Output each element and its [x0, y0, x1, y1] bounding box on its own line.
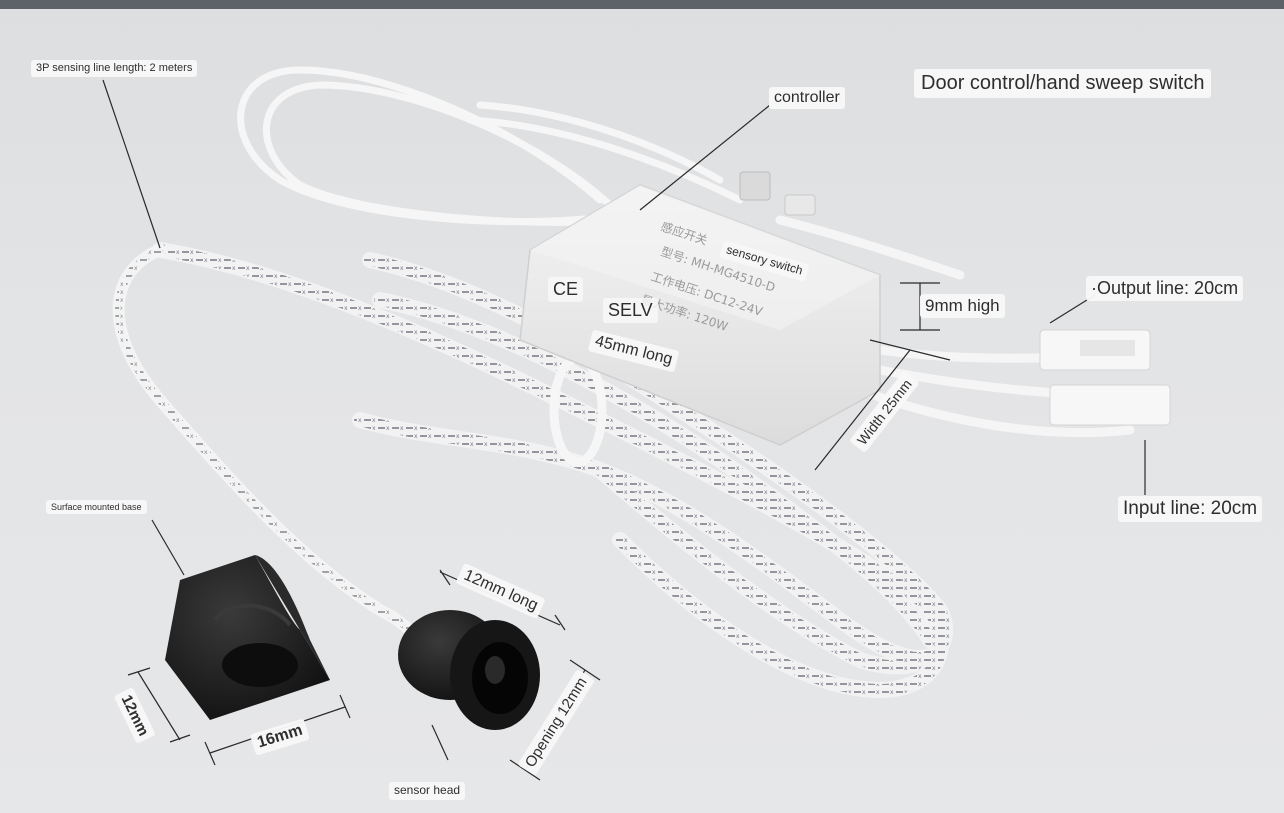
label-output-line: ·Output line: 20cm — [1086, 276, 1244, 301]
controller-box: 感应开关 型号: MH-MG4510-D 工作电压: DC12-24V 最大功率… — [519, 184, 881, 446]
top-bar — [0, 0, 1284, 9]
label-sensor-head: sensor head — [389, 782, 466, 800]
page-title: Door control/hand sweep switch — [914, 69, 1212, 98]
label-9mm-high: 9mm high — [920, 294, 1005, 318]
label-selv: SELV — [603, 298, 658, 323]
label-controller: controller — [769, 87, 845, 110]
upper-cable-loops — [237, 66, 744, 226]
label-sensing-line-length: 3P sensing line length: 2 meters — [31, 60, 198, 77]
surface-mounted-base — [165, 555, 330, 720]
sensor-head — [398, 610, 540, 730]
label-input-line: Input line: 20cm — [1118, 496, 1263, 522]
label-ce: CE — [548, 277, 584, 302]
connector-plugs — [739, 171, 1171, 426]
sensor-cable — [112, 244, 426, 646]
label-surface-mounted-base: Surface mounted base — [46, 500, 147, 515]
